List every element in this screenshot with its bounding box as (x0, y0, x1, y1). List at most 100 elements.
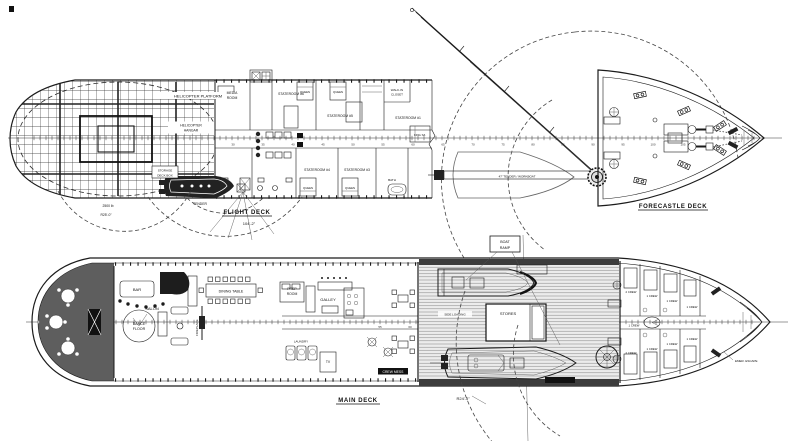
hawse-pipe (710, 286, 722, 296)
crew-beds (623, 267, 697, 375)
anchor-windlass (663, 123, 743, 153)
flight-deck-title: FLIGHT DECK (224, 210, 271, 216)
stateroom1-label: STATEROOM #1 (395, 116, 421, 120)
main-deck-plan (31, 235, 771, 441)
bar-label: BAR (133, 287, 141, 292)
pantry-fixtures (255, 131, 303, 159)
deck-grating (603, 116, 621, 125)
station-number: 60 (411, 143, 415, 147)
queen-bed-label: QUEEN (300, 90, 310, 94)
emer-escape-label: EMER. ESCAPE (735, 359, 758, 363)
flight-deck-swing-arcs (57, 188, 303, 241)
bath-label: BATH (388, 178, 396, 182)
station-number: 55 (381, 143, 385, 147)
station-number: 75 (501, 143, 505, 147)
prep-room-label: ROOM (287, 292, 298, 296)
station-number: 95 (621, 143, 625, 147)
deck-grating (607, 299, 622, 308)
drawing-corner-mark (9, 6, 14, 12)
laundry-label: LAUNDRY (294, 340, 308, 344)
queen-bed-label: QUEEN (345, 186, 355, 190)
main-deck-title: MAIN DECK (338, 398, 377, 404)
forecastle-deck-title: FORECASTLE DECK (639, 204, 707, 210)
deck-grating (607, 337, 622, 346)
crew-mess-label: CREW MESS (383, 370, 405, 374)
hawse-pipe (710, 348, 722, 358)
galley-area (279, 262, 419, 382)
walkin-closet-label: WALK-IN (391, 88, 403, 92)
crew-cabin-label: 1 CREW (667, 342, 678, 346)
deck-label-block (545, 377, 575, 383)
hawse-pipe (727, 126, 739, 136)
station-number: 80 (531, 143, 535, 147)
stairs (345, 101, 363, 123)
tv-room (319, 351, 337, 373)
dance-floor-label: FLOOR (133, 327, 146, 331)
hangar-label-bg (168, 121, 214, 134)
bow-crew-quarters (607, 261, 763, 383)
prep-room-label: PREP (287, 287, 297, 291)
stateroom4-label: STATEROOM #4 (304, 168, 330, 172)
queen-bed-label: QUEEN (303, 186, 313, 190)
bow-stem-detail (739, 301, 763, 343)
dinette-booths (391, 289, 415, 354)
forecastle-deck-plan (597, 69, 765, 207)
station-number: 100 (650, 143, 655, 147)
radius-label: R24'-3" (456, 396, 470, 401)
stateroom5-label: STATEROOM #5 (327, 114, 353, 118)
deck-grating (603, 151, 621, 160)
storage-label: STORAGE (158, 169, 173, 173)
salon-area (118, 272, 263, 346)
load-rating-label: 2500 lb (102, 204, 113, 208)
stowed-workboat-outline (452, 151, 575, 199)
stores-label: STORES (500, 311, 517, 316)
crane-radius-arc (574, 30, 739, 159)
helicopter-hangar-label: HANGAR (184, 129, 199, 133)
crew-cabin-label: 1 CREW (629, 324, 640, 328)
well-deck (419, 259, 619, 386)
boat-ramp-label: BOAT (500, 240, 510, 244)
crane-radius-arc (507, 99, 553, 251)
drawing-labels: HELICOPTER PLATFORM HELICOPTER HANGAR ME… (100, 88, 758, 405)
stairs (283, 105, 299, 129)
radius-label: R25'-0" (100, 213, 112, 217)
hawse-pipe (727, 140, 739, 150)
helicopter-platform-label: HELICOPTER PLATFORM (174, 94, 222, 99)
boat-ramp-label: RAMP (500, 246, 511, 250)
drawing-break-line (428, 80, 436, 198)
station-number: 50 (351, 143, 355, 147)
storage-box-label-frame (151, 165, 179, 179)
crew-cabin-label: 1 CREW (687, 305, 698, 309)
crew-cabin-label: 1 CREW (647, 347, 658, 351)
station-number: 35 (261, 143, 265, 147)
tender-label: TENDER (193, 202, 207, 206)
stairs (187, 275, 198, 307)
platform-label-bg (160, 92, 236, 99)
stores-hatch (485, 303, 547, 342)
crane-boom-raised (410, 7, 602, 180)
station-number: 65 (441, 143, 445, 147)
stairs (305, 285, 316, 313)
sofa (170, 306, 189, 315)
salon-label: SALON (145, 306, 159, 311)
station-number: 40 (291, 143, 295, 147)
side-loading-label: SIDE LOADING (444, 313, 466, 317)
galley-label: GALLEY (320, 297, 336, 302)
deck-crane-pedestal (455, 290, 619, 441)
crane-pedestal (587, 167, 607, 187)
flight-deck-hull-outline (9, 79, 432, 199)
media-room-label: ROOM (227, 96, 238, 100)
crew-mess (366, 336, 408, 375)
crew-cabin-label: 2 CREW (626, 351, 637, 355)
dining-table-label: DINING TABLE (219, 290, 244, 294)
boat-ramp-callout (465, 235, 561, 346)
station-number: 90 (591, 143, 595, 147)
side-loading-label-bg (438, 311, 472, 317)
forecastle-hull-outline (597, 69, 765, 207)
capstans (609, 107, 619, 169)
deck-grating (516, 264, 548, 275)
crew-cabin-label: 1 CREW (667, 299, 678, 303)
crane-boom-label: 47' TENDER / WORKBOAT (499, 175, 536, 179)
